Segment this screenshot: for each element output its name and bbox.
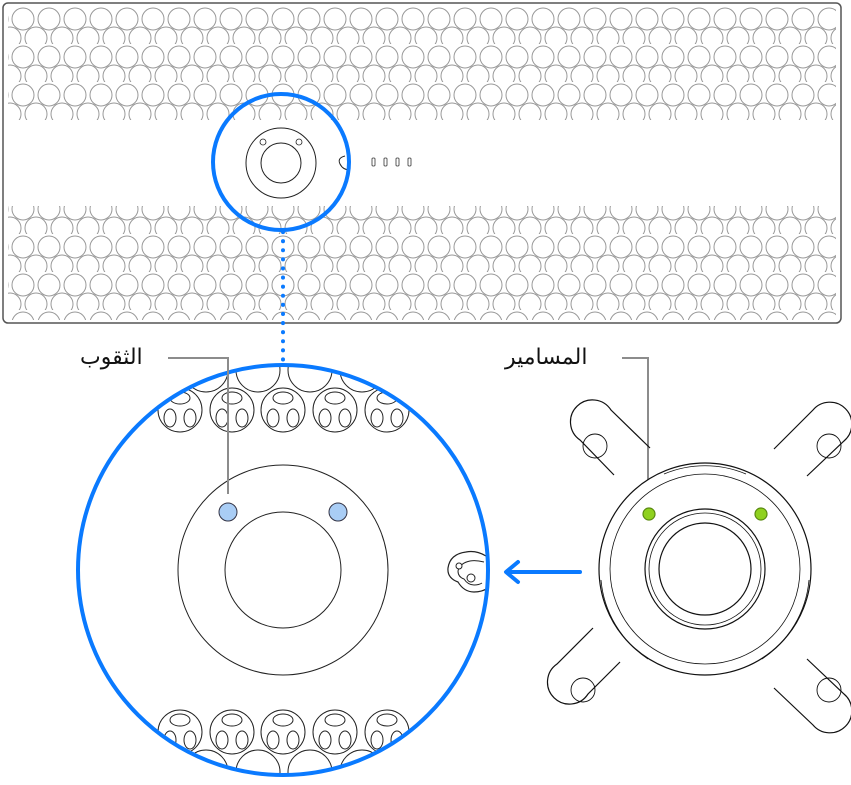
pins-leader-line (622, 357, 649, 500)
arrow-left-icon (504, 560, 582, 584)
latch-icon (447, 550, 488, 593)
pins-label: المسامير (505, 345, 588, 370)
mount-inner-ring (224, 511, 342, 629)
lower-grille (8, 206, 836, 320)
vesa-adapter (546, 399, 851, 734)
holes-label: الثقوب (80, 345, 143, 370)
hole-right (328, 502, 348, 522)
magnified-view-border (76, 363, 490, 777)
holes-leader-line (168, 357, 229, 494)
magnified-view (76, 363, 490, 777)
mac-pro-panel (2, 2, 842, 324)
port-indicators (371, 157, 412, 167)
pin-left (642, 507, 656, 521)
hole-left (218, 502, 238, 522)
pin-right (754, 507, 768, 521)
highlight-circle (211, 92, 351, 232)
upper-grille (8, 6, 836, 120)
